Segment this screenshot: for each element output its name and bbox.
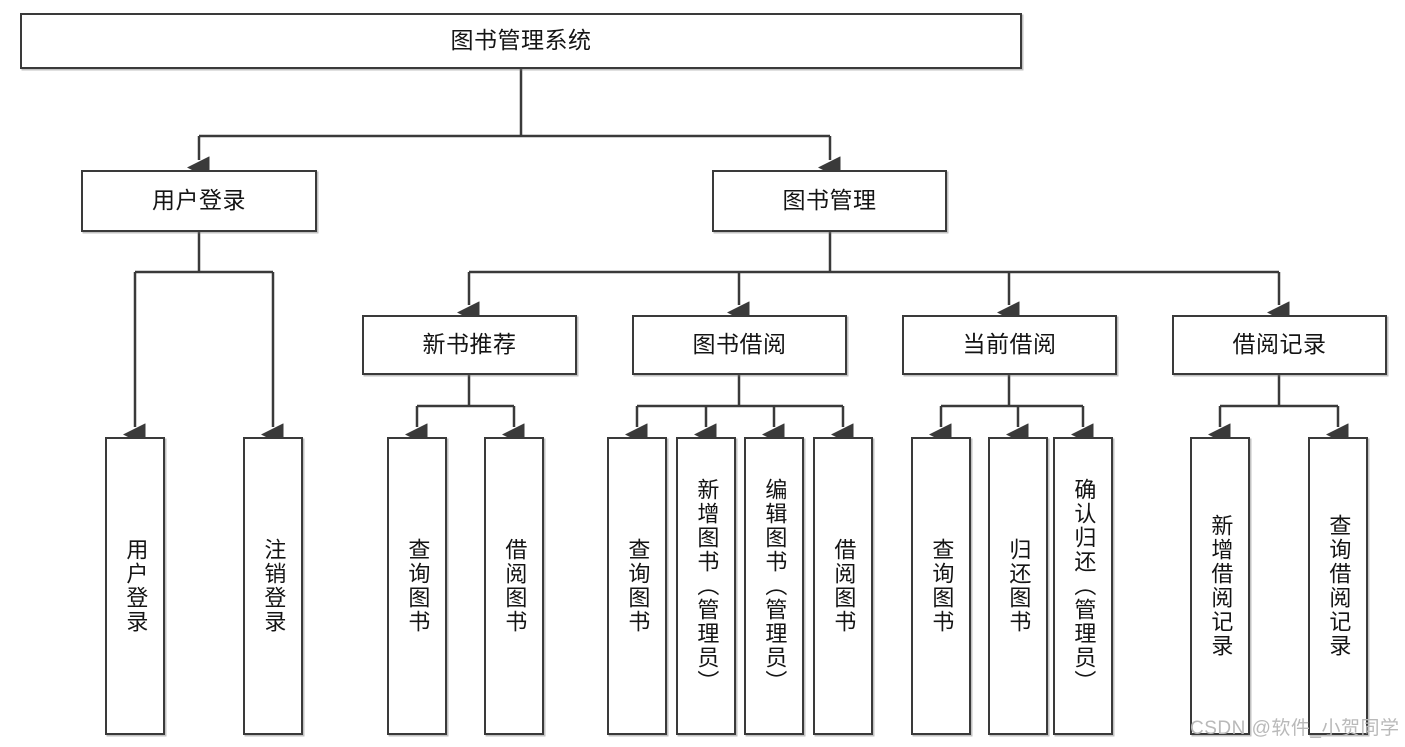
node-book-manage[interactable]: 图书管理: [712, 170, 947, 232]
node-leaf-query-borrow-record-label: 查询借阅记录: [1326, 514, 1352, 658]
node-new-book-recommend-label: 新书推荐: [422, 331, 517, 358]
node-leaf-add-book[interactable]: 新增图书（管理员）: [676, 437, 736, 735]
node-leaf-query-book-borrow[interactable]: 查询图书: [607, 437, 667, 735]
node-root[interactable]: 图书管理系统: [20, 13, 1022, 69]
node-current-borrow[interactable]: 当前借阅: [902, 315, 1117, 375]
node-leaf-query-book-current-label: 查询图书: [929, 538, 955, 634]
node-current-borrow-label: 当前借阅: [962, 331, 1057, 358]
node-leaf-borrow-book[interactable]: 借阅图书: [813, 437, 873, 735]
node-leaf-return-book[interactable]: 归还图书: [988, 437, 1048, 735]
node-leaf-user-login-label: 用户登录: [123, 538, 149, 634]
node-leaf-borrow-book-recommend[interactable]: 借阅图书: [484, 437, 544, 735]
node-leaf-logout-login[interactable]: 注销登录: [243, 437, 303, 735]
node-leaf-edit-book-label: 编辑图书（管理员）: [762, 478, 788, 694]
node-user-login-label: 用户登录: [152, 187, 246, 214]
node-leaf-add-book-label: 新增图书（管理员）: [694, 478, 720, 694]
node-borrow-record[interactable]: 借阅记录: [1172, 315, 1387, 375]
csdn-watermark: CSDN @软件_小贺同学: [1190, 718, 1400, 739]
node-leaf-query-book-current[interactable]: 查询图书: [911, 437, 971, 735]
node-leaf-add-borrow-record-label: 新增借阅记录: [1208, 514, 1234, 658]
node-leaf-query-borrow-record[interactable]: 查询借阅记录: [1308, 437, 1368, 735]
node-leaf-query-book-recommend[interactable]: 查询图书: [387, 437, 447, 735]
node-leaf-return-book-label: 归还图书: [1006, 538, 1032, 634]
node-leaf-edit-book[interactable]: 编辑图书（管理员）: [744, 437, 804, 735]
node-leaf-add-borrow-record[interactable]: 新增借阅记录: [1190, 437, 1250, 735]
node-leaf-user-login[interactable]: 用户登录: [105, 437, 165, 735]
node-book-borrow[interactable]: 图书借阅: [632, 315, 847, 375]
node-book-borrow-label: 图书借阅: [692, 331, 787, 358]
node-borrow-record-label: 借阅记录: [1232, 331, 1327, 358]
node-leaf-query-book-borrow-label: 查询图书: [625, 538, 651, 634]
node-new-book-recommend[interactable]: 新书推荐: [362, 315, 577, 375]
node-leaf-borrow-book-recommend-label: 借阅图书: [502, 538, 528, 634]
node-leaf-confirm-return[interactable]: 确认归还（管理员）: [1053, 437, 1113, 735]
node-leaf-borrow-book-label: 借阅图书: [831, 538, 857, 634]
node-user-login[interactable]: 用户登录: [81, 170, 317, 232]
node-leaf-logout-login-label: 注销登录: [261, 538, 287, 634]
node-leaf-query-book-recommend-label: 查询图书: [405, 538, 431, 634]
node-root-label: 图书管理系统: [450, 27, 592, 54]
node-leaf-confirm-return-label: 确认归还（管理员）: [1071, 478, 1097, 694]
node-book-manage-label: 图书管理: [782, 187, 877, 214]
